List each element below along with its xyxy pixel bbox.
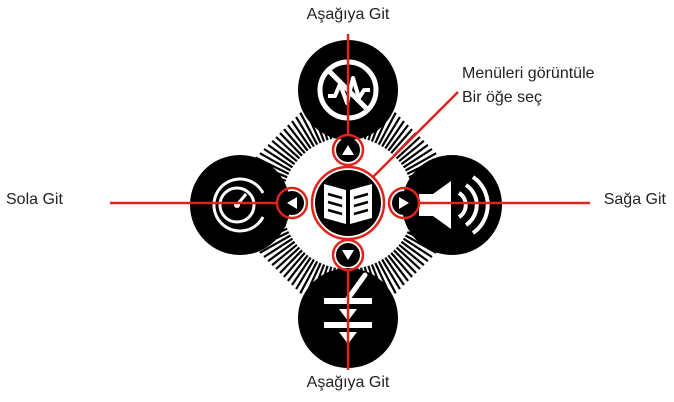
- arrow-up-button[interactable]: [336, 138, 360, 162]
- label-menu-line1: Menüleri görüntüle: [462, 62, 595, 86]
- menu-select-button[interactable]: [315, 170, 381, 236]
- label-menu-line2: Bir öğe seç: [462, 86, 595, 110]
- target-id-button[interactable]: [190, 155, 290, 255]
- label-navigate-up: Aşağıya Git: [0, 6, 674, 24]
- label-menu-select: Menüleri görüntüle Bir öğe seç: [462, 62, 595, 110]
- label-navigate-right: Sağa Git: [604, 191, 666, 209]
- label-navigate-down: Aşağıya Git: [0, 374, 674, 392]
- volume-button[interactable]: [402, 155, 502, 255]
- label-navigate-left: Sola Git: [6, 191, 63, 209]
- arrow-left-button[interactable]: [280, 191, 304, 215]
- arrow-down-button[interactable]: [336, 243, 360, 267]
- arrow-right-button[interactable]: [392, 191, 416, 215]
